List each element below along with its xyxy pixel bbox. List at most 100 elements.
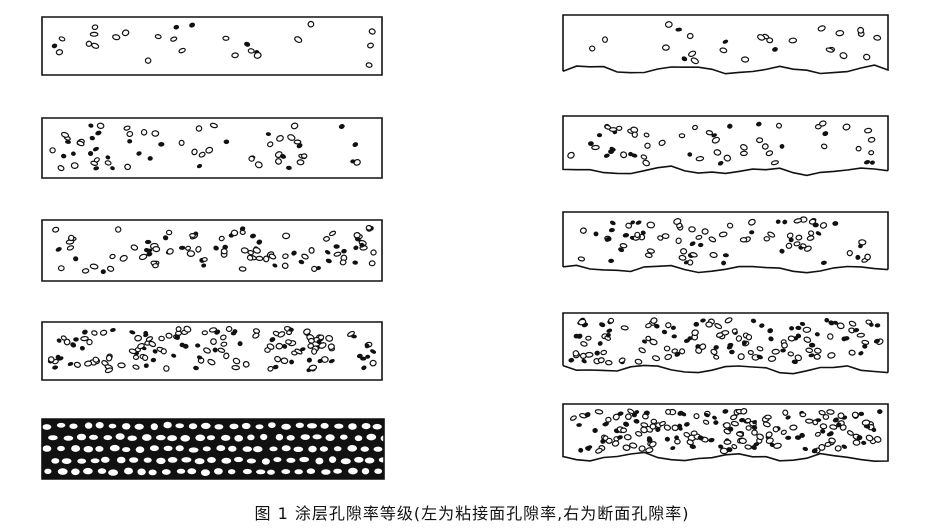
pore [348, 468, 358, 475]
pore [162, 469, 171, 475]
pore [642, 159, 650, 167]
pore [748, 350, 754, 355]
pore [136, 446, 145, 453]
pore [579, 448, 583, 452]
pore [683, 432, 690, 438]
pore [814, 348, 821, 354]
pore [163, 422, 171, 429]
pore [187, 468, 196, 474]
pore [370, 349, 376, 354]
pore [872, 428, 877, 432]
pore [124, 125, 131, 130]
pore [291, 250, 297, 255]
pore [95, 131, 101, 136]
pore [655, 427, 660, 432]
pore [816, 231, 821, 236]
pore [341, 249, 346, 253]
pore [256, 470, 265, 475]
right-panel-grade-2 [563, 116, 888, 175]
pore [709, 438, 715, 442]
pore [875, 324, 880, 328]
left-pores-grade-4 [48, 325, 377, 373]
pore [723, 423, 730, 429]
pore [207, 457, 216, 463]
pore [740, 144, 748, 151]
pore [703, 419, 709, 425]
pore [89, 435, 98, 440]
pore [635, 359, 643, 365]
pore [773, 426, 779, 432]
pore [334, 446, 342, 451]
pore [141, 129, 147, 135]
pore [220, 334, 227, 340]
pore [189, 447, 199, 452]
pore [366, 62, 372, 67]
right-panel-grade-5 [563, 404, 888, 461]
pore [819, 120, 827, 127]
pore [827, 432, 832, 436]
pore [865, 254, 871, 260]
pore [240, 230, 245, 235]
pore [148, 156, 153, 160]
pore [108, 469, 118, 475]
pore [223, 36, 229, 40]
pore [77, 459, 86, 464]
pore [857, 435, 862, 440]
pore [354, 457, 363, 463]
pore [739, 438, 746, 444]
pore [151, 358, 156, 362]
left-panel-grade-1 [42, 17, 382, 75]
pore [232, 365, 240, 370]
pore [309, 364, 318, 370]
pore [302, 154, 307, 158]
pore [282, 253, 288, 259]
pore [42, 424, 51, 430]
right-pores-grade-4 [569, 317, 884, 365]
pore [282, 445, 291, 451]
pore [116, 433, 125, 440]
pore [216, 445, 225, 451]
pore [772, 349, 780, 354]
pore [806, 419, 813, 423]
pore [85, 422, 92, 428]
pore [362, 423, 371, 429]
pore [671, 326, 675, 330]
pore [857, 27, 863, 33]
pore [738, 353, 745, 360]
pore [321, 469, 330, 475]
pore [353, 246, 358, 250]
pore [273, 365, 278, 369]
left-pores-grade-3 [52, 225, 376, 274]
pore [226, 326, 232, 331]
pore [740, 151, 747, 156]
pore [318, 359, 323, 363]
pore [170, 36, 177, 42]
pore [664, 346, 669, 351]
pore [638, 445, 645, 452]
pore [164, 366, 169, 372]
pore [870, 161, 874, 165]
pore [189, 22, 195, 27]
pore [708, 236, 716, 243]
pore [361, 357, 366, 360]
pore [833, 221, 838, 225]
pore [355, 435, 363, 441]
pore [859, 412, 864, 415]
pore [221, 342, 227, 347]
pore [97, 123, 104, 129]
pore [609, 259, 614, 262]
pore [207, 358, 216, 365]
pore [746, 425, 752, 430]
pore [827, 409, 835, 414]
pore [86, 41, 92, 47]
pore [124, 164, 131, 171]
pore [71, 152, 75, 156]
pore [604, 154, 609, 158]
pore [256, 256, 263, 261]
pore [730, 350, 735, 353]
pore [250, 234, 255, 238]
pore [104, 435, 113, 440]
pore [735, 335, 742, 342]
pore [756, 122, 761, 127]
pore [61, 132, 69, 139]
